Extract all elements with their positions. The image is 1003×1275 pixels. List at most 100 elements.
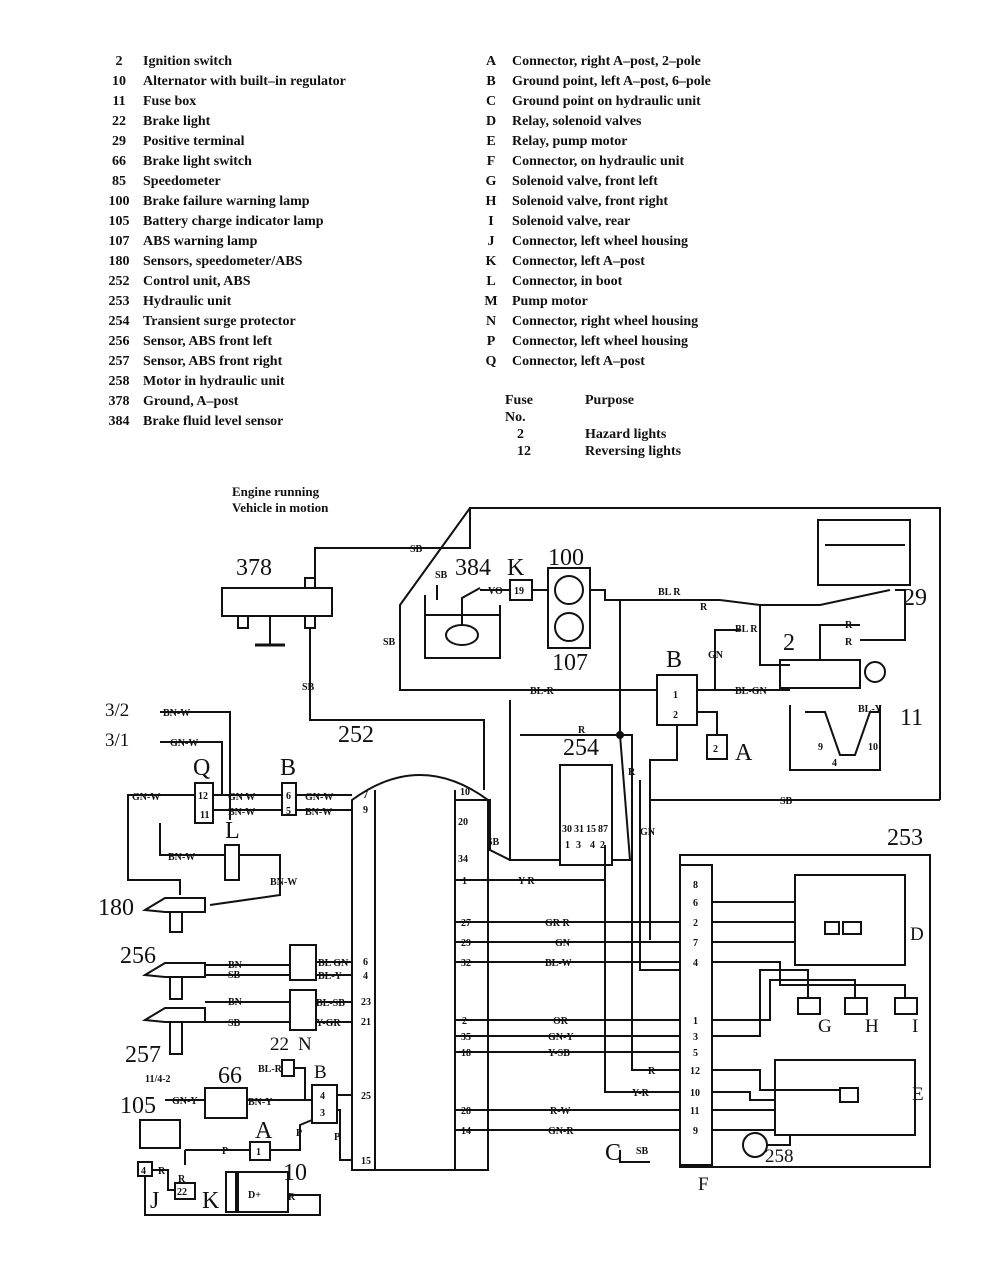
float-switch [461, 587, 481, 625]
wire-label: SB [410, 544, 423, 555]
pin-label: 14 [461, 1126, 471, 1137]
fluid-float [445, 624, 479, 646]
wire-label: BL GN [318, 958, 349, 969]
pin-label: 27 [461, 918, 471, 929]
connector-row: J Connector, left wheel housing [470, 232, 711, 252]
pin-label: 6 [693, 898, 698, 909]
lamp-105 [139, 1119, 181, 1149]
connector-letter: C [485, 94, 497, 109]
fuse-no-header: No. [505, 410, 526, 425]
connector-letter: E [486, 134, 496, 149]
operating-state: Engine running Vehicle in motion [232, 484, 328, 516]
wire-label: R [178, 1174, 186, 1185]
wire-f1 [712, 979, 856, 1021]
pin-label: 7 [693, 938, 698, 949]
misc-pins: 1 2 2 12 11 6 5 4 3 19 4 22 1 9 4 10 [141, 586, 878, 1198]
component-number: 180 [108, 254, 130, 269]
connector-name: Connector, left wheel housing [512, 234, 689, 249]
alternator-brush [225, 1171, 237, 1213]
lamp-100 [554, 575, 584, 605]
alternator-10 [237, 1171, 289, 1213]
wire-label: P [222, 1146, 228, 1157]
wire-r-f4 [639, 780, 680, 971]
pin-label: 6 [363, 957, 368, 968]
wire-motor [767, 1135, 791, 1146]
connector-letter: L [225, 818, 240, 844]
pin-label: 12 [690, 1066, 700, 1077]
connector-letter: G [485, 174, 497, 189]
wire-label: R [288, 1192, 296, 1203]
component-name: Sensor, ABS front right [143, 354, 283, 369]
wire-254-top [520, 734, 632, 861]
component-name: Brake failure warning lamp [143, 194, 310, 209]
wire-label: SB [383, 637, 396, 648]
ref-label: 10 [283, 1160, 307, 1186]
connector-letter: F [698, 1174, 709, 1195]
pin-label: 25 [361, 1091, 371, 1102]
component-name: ABS warning lamp [143, 234, 258, 249]
relay-d-coil [824, 921, 840, 935]
component-number: 254 [108, 314, 130, 329]
pin-label: 4 [363, 971, 368, 982]
wire-label: GN-Y [172, 1096, 198, 1107]
component-name: Control unit, ABS [143, 274, 251, 289]
pin-label: 2 [462, 1016, 467, 1027]
wire-label: R [845, 620, 853, 631]
component-number: 378 [108, 394, 130, 409]
wire-label: GN W [228, 792, 255, 803]
pin-label: 4 [590, 840, 595, 851]
wire-label: BN-W [168, 852, 195, 863]
relay-e-coil [839, 1087, 859, 1103]
pin-label: 7 [363, 790, 368, 801]
connector-letter: K [507, 555, 525, 581]
pin-label: 1 [462, 876, 467, 887]
connector-name: Ground point on hydraulic unit [512, 94, 701, 109]
wire-label: P [334, 1132, 340, 1143]
ground-terminal [237, 615, 249, 629]
wire-label: GN-W [305, 792, 333, 803]
pin-label: 30 [562, 824, 572, 835]
component-number: 384 [108, 414, 130, 429]
wire-label: SB [302, 682, 315, 693]
wire-3-2-down [205, 711, 231, 820]
pin-label: 34 [458, 854, 468, 865]
connector-q-box [194, 782, 214, 824]
pin-label: 11 [200, 810, 209, 821]
connector-letter: K [485, 254, 497, 269]
wire-label: R [648, 1066, 656, 1077]
connector-name: Connector, left wheel housing [512, 334, 689, 349]
pin-label: 9 [818, 742, 823, 753]
wire-r-ign [819, 624, 860, 660]
connector-name: Solenoid valve, rear [512, 214, 631, 229]
connector-letter: J [487, 234, 495, 249]
wire-sb-left-loop [399, 507, 495, 691]
ground-block-378 [221, 587, 333, 617]
wire-label: SB [487, 837, 500, 848]
connector-name: Ground point, left A–post, 6–pole [512, 74, 711, 89]
connector-letter: Q [485, 354, 497, 369]
wire-29 [860, 589, 906, 641]
wire-sb-pin10 [455, 799, 511, 861]
sensor-257 [141, 1007, 206, 1023]
solenoid-i [894, 997, 918, 1015]
component-number: 10 [112, 74, 126, 89]
wire-label: BL R [658, 587, 681, 598]
fuse-col-header: Fuse [505, 393, 533, 408]
pin-label: 87 [598, 824, 608, 835]
wire-label: BN-W [163, 708, 190, 719]
wire-r-to-254 [605, 599, 621, 735]
wire-label: SB [228, 970, 241, 981]
pin-label: 6 [286, 791, 291, 802]
component-name: Sensors, speedometer/ABS [143, 254, 303, 269]
wire-y-r-pin1 [455, 845, 606, 881]
wire-label: BL-R [530, 686, 555, 697]
pin-label: 2 [673, 710, 678, 721]
ref-label: 66 [218, 1063, 242, 1089]
